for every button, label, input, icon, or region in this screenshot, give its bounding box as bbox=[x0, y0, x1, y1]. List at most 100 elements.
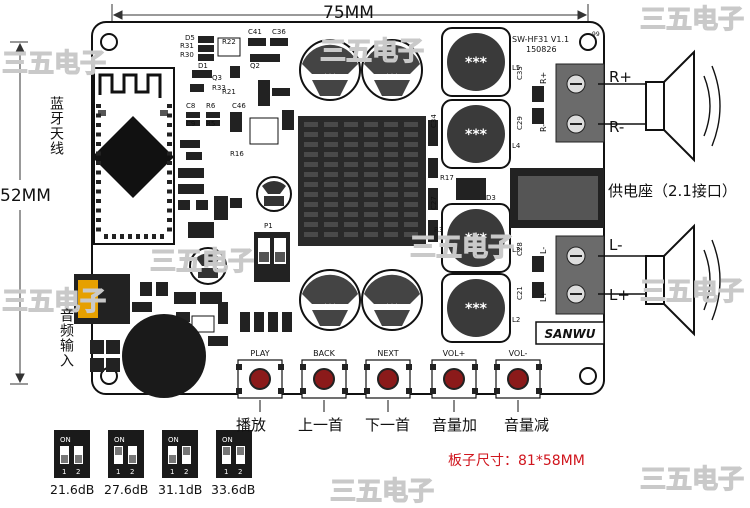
capacitor-shade-3 bbox=[302, 274, 358, 304]
gain-dip-pin-4-1: 1 bbox=[224, 468, 228, 476]
speaker-l-minus-label: L- bbox=[609, 236, 623, 254]
gain-label-2: 27.6dB bbox=[104, 482, 149, 497]
silk-r16: R16 bbox=[230, 150, 244, 158]
speaker-r-minus-label: R- bbox=[609, 118, 625, 136]
button-label-next: 下一首 bbox=[365, 416, 411, 434]
power-jack bbox=[456, 168, 604, 228]
speaker-terminals bbox=[428, 63, 605, 315]
inductor-label-4: L2 bbox=[512, 316, 520, 324]
inductor-label-2: L4 bbox=[512, 142, 521, 150]
button-volminus[interactable] bbox=[507, 368, 529, 390]
silk-p1: P1 bbox=[264, 222, 273, 230]
gain-dip-on-2: ON bbox=[114, 436, 125, 444]
capacitor-mark-2: *** bbox=[385, 73, 399, 83]
button-label-vol-up: 音量加 bbox=[432, 416, 478, 434]
terminal-silk-3: L- bbox=[539, 247, 548, 254]
silk-r22: R22 bbox=[222, 38, 236, 46]
silk-c21: C21 bbox=[516, 286, 524, 300]
capacitor-base-1 bbox=[312, 80, 348, 96]
button-label-vol-down: 音量减 bbox=[504, 416, 550, 434]
silk-c29: C29 bbox=[516, 116, 524, 130]
watermark-text: 三五电子 bbox=[640, 5, 744, 35]
board-size-label: 板子尺寸：81*58MM bbox=[448, 453, 585, 469]
silk-r21: R21 bbox=[222, 88, 236, 96]
button-play[interactable] bbox=[249, 368, 271, 390]
watermark-text: 三五电子 bbox=[640, 465, 744, 495]
brand-text: SANWU bbox=[545, 327, 596, 341]
watermark-text: 三五电子 bbox=[2, 49, 106, 79]
heatsink-fins bbox=[304, 122, 418, 237]
audio-input-label: 音频输入 bbox=[58, 308, 74, 368]
sanwu-logo-box: SANWU bbox=[535, 321, 605, 345]
terminal-silk-1: R+ bbox=[539, 72, 548, 84]
button-silk-1: PLAY bbox=[250, 349, 269, 358]
watermark-text: 三五电子 bbox=[410, 233, 514, 263]
inductor-2 bbox=[447, 105, 505, 163]
silk-c28: C28 bbox=[516, 242, 524, 256]
gain-dip-pin-2-2: 2 bbox=[130, 468, 134, 476]
button-back[interactable] bbox=[313, 368, 335, 390]
smd-components-bottom bbox=[90, 282, 292, 372]
gain-dip-pin-1-1: 1 bbox=[62, 468, 66, 476]
gain-label-3: 31.1dB bbox=[158, 482, 203, 497]
silk-c9: C9 bbox=[186, 120, 195, 128]
inductor-label-3: L3 bbox=[512, 246, 520, 254]
inductors: *** L5 *** L4 *** L3 *** L2 bbox=[441, 27, 521, 343]
button-silk-3: NEXT bbox=[377, 349, 398, 358]
board-date: 150826 bbox=[526, 45, 557, 54]
speaker-r-plus-label: R+ bbox=[609, 68, 632, 86]
capacitor-shade-4 bbox=[364, 274, 420, 304]
gain-dip-pin-3-1: 1 bbox=[170, 468, 174, 476]
microphone bbox=[122, 314, 206, 398]
gain-label-4: 33.6dB bbox=[211, 482, 256, 497]
gain-dip-pin-3-2: 2 bbox=[184, 468, 188, 476]
silk-r31: R31 bbox=[180, 42, 194, 50]
bluetooth-antenna-label: 蓝牙天线 bbox=[48, 96, 64, 156]
watermark-text: 三五电子 bbox=[320, 37, 424, 67]
button-next[interactable] bbox=[377, 368, 399, 390]
speaker-wires bbox=[598, 83, 648, 295]
gain-dip-on-4: ON bbox=[222, 436, 233, 444]
width-dimension-line bbox=[111, 4, 589, 26]
silk-d1: D1 bbox=[198, 62, 208, 70]
audio-input-jack bbox=[74, 274, 130, 324]
gain-label-1: 21.6dB bbox=[50, 482, 95, 497]
width-dimension-label: 75MM bbox=[323, 3, 374, 23]
button-label-back: 上一首 bbox=[298, 416, 344, 434]
silk-c35: C35 bbox=[516, 66, 524, 80]
silk-c36: C36 bbox=[272, 28, 286, 36]
board-mark: 99 bbox=[592, 31, 600, 38]
button-label-play: 播放 bbox=[236, 416, 267, 434]
button-silk-5: VOL- bbox=[509, 349, 528, 358]
capacitor-base-4 bbox=[374, 310, 410, 326]
capacitor-shade-1 bbox=[302, 44, 358, 74]
inductor-mark-1: *** bbox=[465, 55, 488, 71]
inductor-mark-4: *** bbox=[465, 301, 488, 317]
silk-r30: R30 bbox=[180, 51, 194, 59]
inductor-mark-2: *** bbox=[465, 127, 488, 143]
capacitor-mark-1: *** bbox=[323, 73, 337, 83]
inductor-label-1: L5 bbox=[512, 64, 520, 72]
capacitor-base-3 bbox=[312, 310, 348, 326]
button-silk-2: BACK bbox=[313, 349, 335, 358]
inductor-mark-3: *** bbox=[465, 231, 488, 247]
silk-r5: R5 bbox=[206, 120, 215, 128]
button-volplus[interactable] bbox=[443, 368, 465, 390]
watermark-text: 三五电子 bbox=[640, 277, 744, 307]
silk-r33: R33 bbox=[212, 84, 226, 92]
speaker-l-plus-label: L+ bbox=[609, 286, 630, 304]
silk-d5: D5 bbox=[185, 34, 195, 42]
silk-q3: Q3 bbox=[212, 74, 222, 82]
gain-dip-pin-1-2: 2 bbox=[76, 468, 80, 476]
height-dimension-label: 52MM bbox=[0, 186, 51, 206]
terminal-silk-4: L+ bbox=[539, 291, 548, 302]
speaker-left bbox=[645, 223, 721, 337]
inductor-4 bbox=[447, 279, 505, 337]
watermark-text: 三五电子 bbox=[2, 287, 106, 317]
silk-r6: R6 bbox=[206, 102, 216, 110]
